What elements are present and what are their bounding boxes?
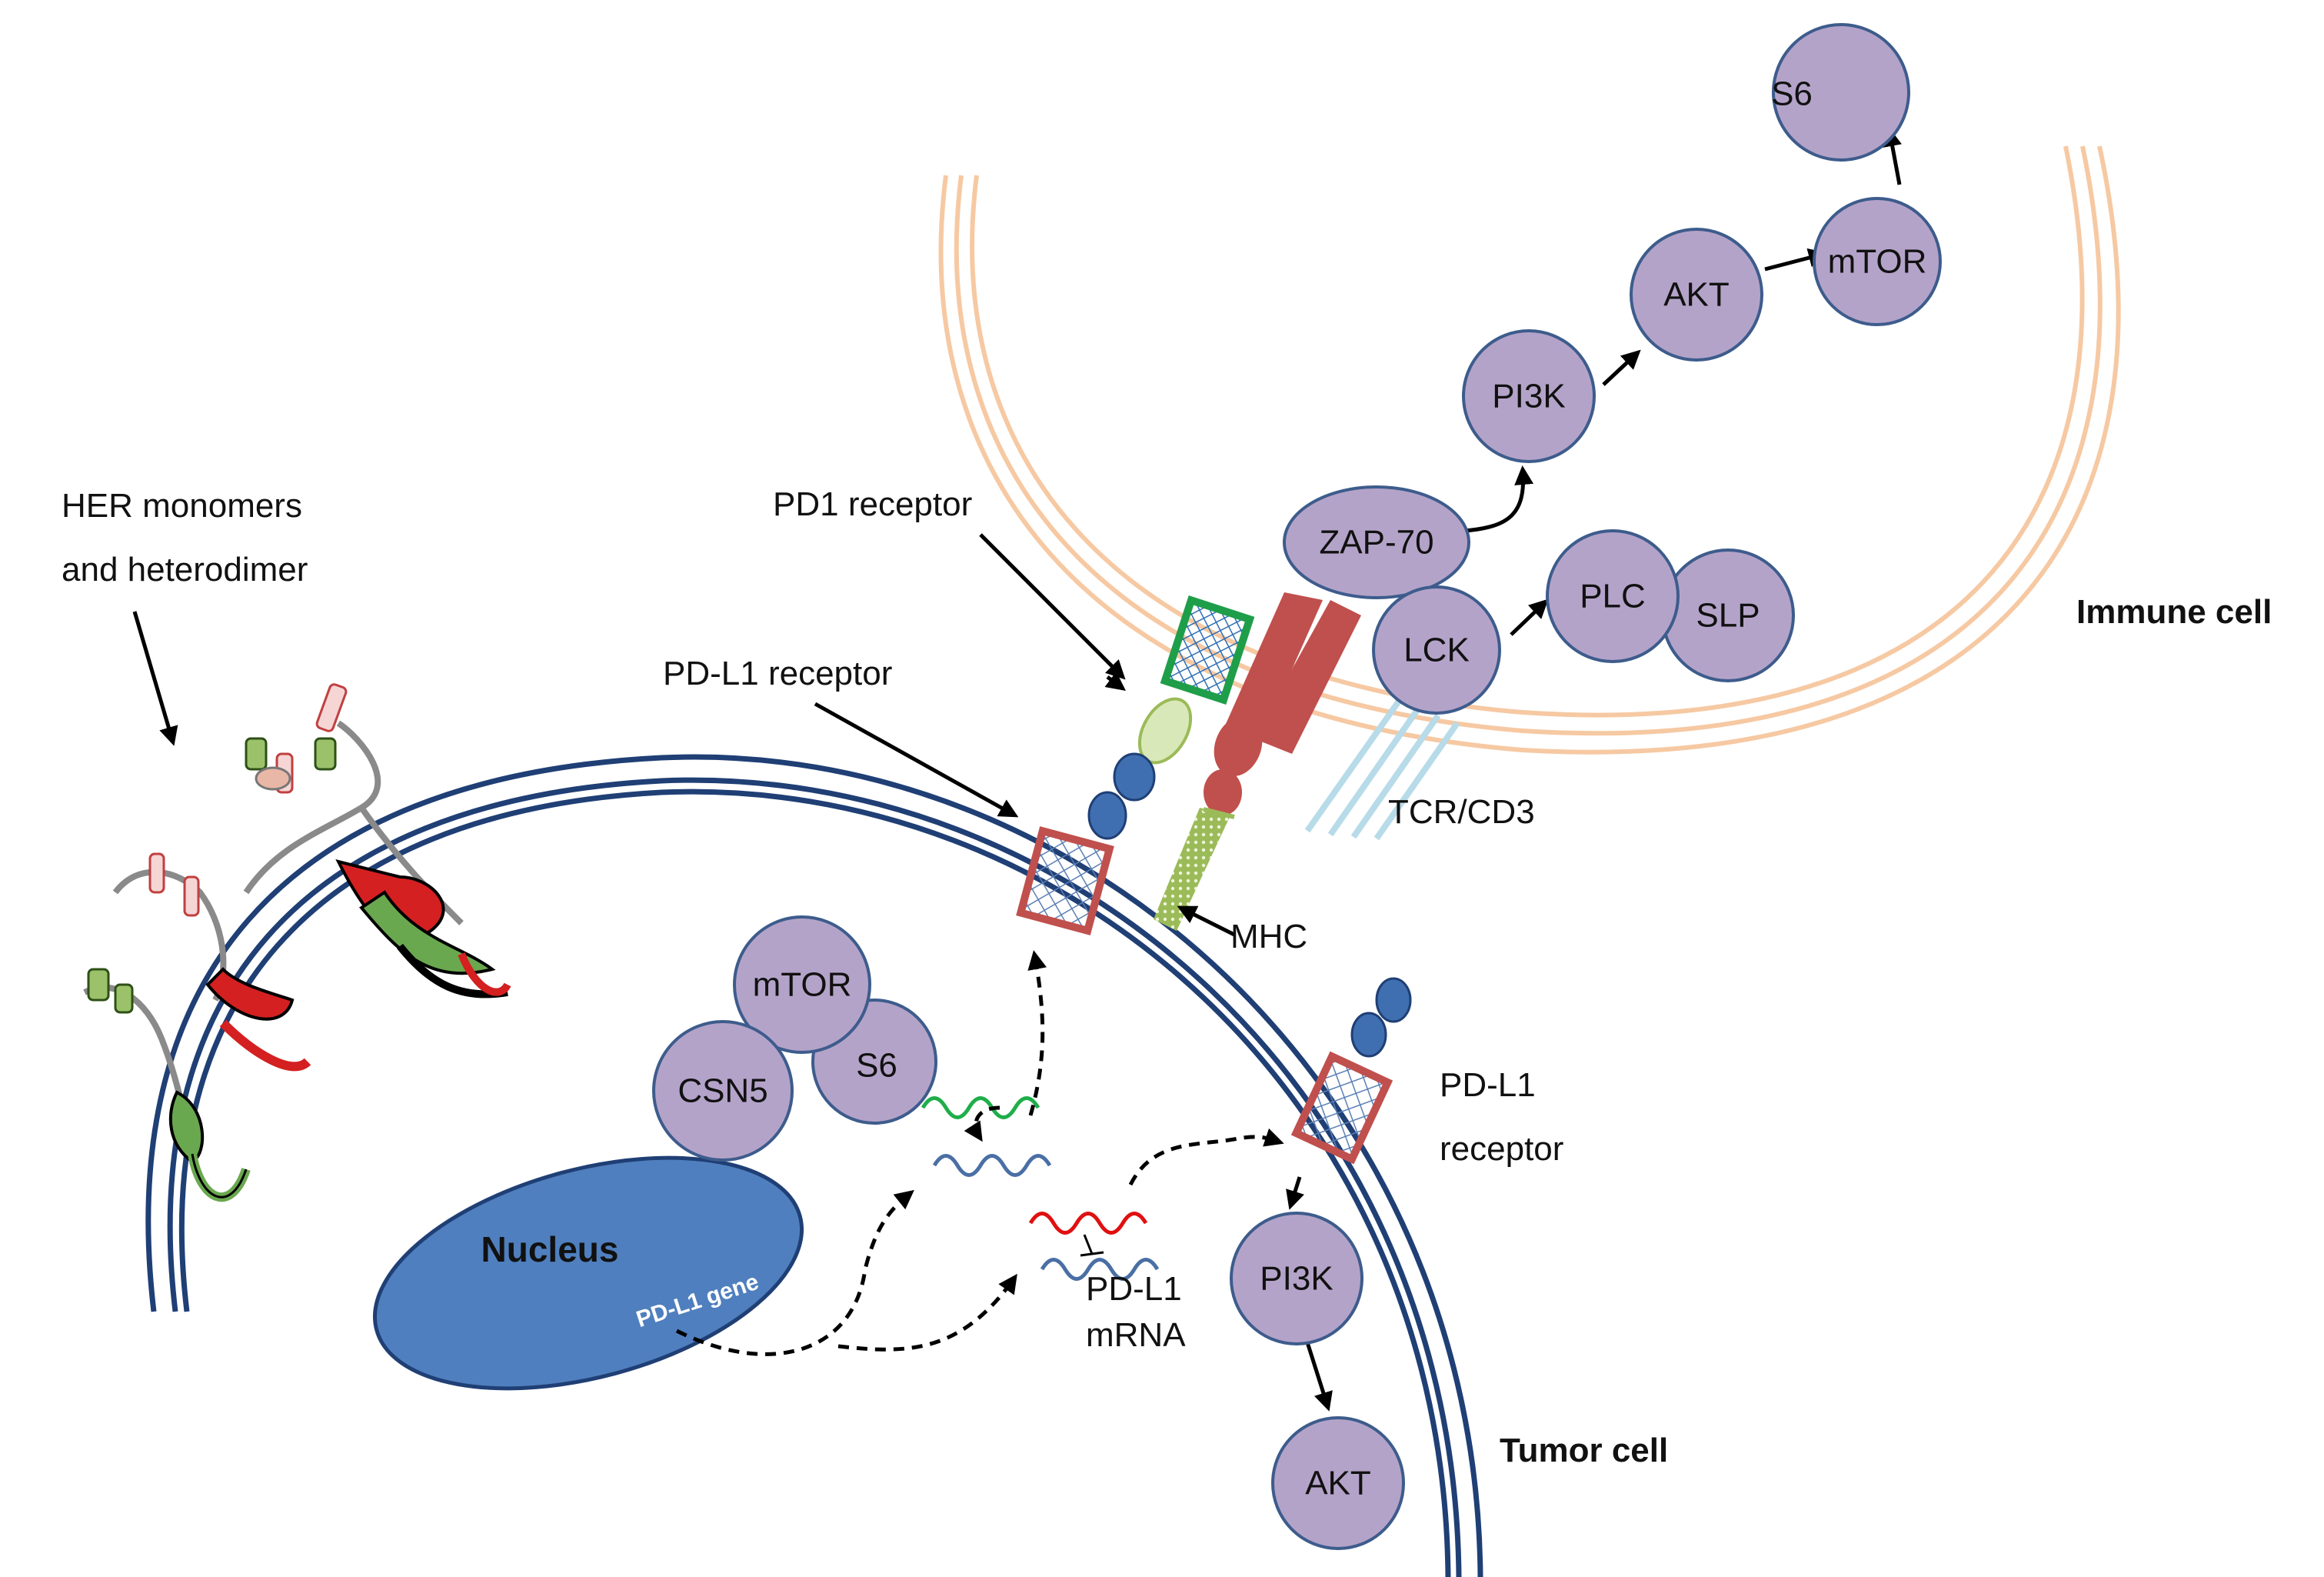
node-s6-immune-label: S6 (1771, 75, 1813, 113)
node-zap70: ZAP-70 (1283, 485, 1470, 599)
node-zap70-label: ZAP-70 (1319, 524, 1433, 562)
node-akt-immune-label: AKT (1663, 276, 1730, 314)
mhc-label: MHC (1230, 918, 1307, 955)
node-mtor-immune: mTOR (1813, 197, 1942, 326)
node-csn5: CSN5 (652, 1020, 794, 1162)
pdl1-receptor-right-label-line1: PD-L1 (1440, 1066, 1536, 1104)
node-akt-immune: AKT (1630, 228, 1763, 362)
pdl1-mrna-label-line2: mRNA (1086, 1316, 1186, 1354)
her-label-line1: HER monomers (62, 487, 302, 525)
mrna-strands (921, 1096, 1160, 1281)
node-pi3k-immune-label: PI3K (1492, 378, 1565, 415)
node-mtor-immune-label: mTOR (1828, 243, 1927, 281)
node-mtor-tumor: mTOR (733, 915, 871, 1054)
node-s6-tumor-label: S6 (856, 1047, 897, 1085)
node-pi3k-immune: PI3K (1462, 329, 1596, 463)
node-lck: LCK (1372, 585, 1501, 715)
pd1-receptor (1087, 595, 1255, 840)
tumor-cell-label: Tumor cell (1500, 1432, 1668, 1469)
nucleus-label: Nucleus (481, 1229, 619, 1269)
immune-cell-membrane (938, 145, 2121, 755)
pdl1-receptor-top-label: PD-L1 receptor (663, 655, 892, 692)
node-akt-tumor-label: AKT (1305, 1465, 1371, 1502)
pdl1-mrna-label-line1: PD-L1 (1086, 1270, 1182, 1308)
node-akt-tumor: AKT (1271, 1416, 1405, 1550)
pdl1-receptor-right (1290, 977, 1412, 1165)
node-mtor-tumor-label: mTOR (753, 966, 852, 1004)
immune-cell-label: Immune cell (2076, 593, 2272, 631)
node-plc: PLC (1546, 529, 1680, 663)
label-pointers (132, 533, 1126, 818)
pd1-receptor-label: PD1 receptor (773, 485, 972, 523)
node-plc-label: PLC (1580, 578, 1646, 615)
mhc-complex (1154, 592, 1361, 931)
tcr-cd3-complex (1304, 698, 1460, 841)
tcr-cd3-label: TCR/CD3 (1388, 793, 1535, 831)
her-label-line2: and heterodimer (62, 551, 308, 588)
her-proteins (83, 683, 511, 1202)
node-lck-label: LCK (1403, 632, 1470, 669)
dashed-arrows (675, 950, 1284, 1356)
pdl1-receptor-membrane (1016, 826, 1114, 935)
node-slp-label: SLP (1696, 597, 1760, 635)
node-pi3k-tumor-label: PI3K (1260, 1260, 1333, 1298)
pdl1-receptor-right-label-line2: receptor (1440, 1130, 1563, 1168)
node-slp: SLP (1661, 548, 1795, 682)
node-s6-immune: S6 (1771, 23, 1910, 162)
nucleus: Nucleus PD-L1 gene (373, 1155, 804, 1391)
node-csn5-label: CSN5 (678, 1072, 767, 1110)
node-pi3k-tumor: PI3K (1230, 1212, 1363, 1345)
